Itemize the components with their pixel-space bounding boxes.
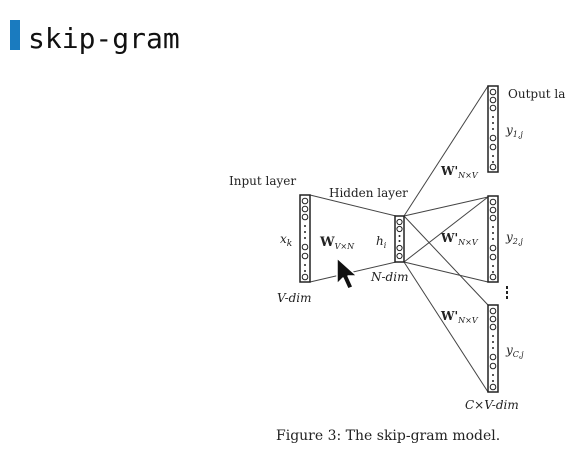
input-var-label: xk — [280, 232, 292, 249]
input-dim-label: V-dim — [277, 291, 312, 305]
hidden-dim-label: N-dim — [370, 270, 408, 284]
output-layer-column-c — [487, 304, 499, 393]
output-dim-label: C×V-dim — [465, 398, 519, 412]
output-layer-column-1 — [487, 85, 499, 173]
slide-title: skip-gram — [28, 22, 180, 55]
w-output-label-2: W'N×V — [440, 231, 479, 247]
output-1-label: y1,j — [505, 123, 523, 139]
output-layer-column-2 — [487, 195, 499, 283]
mouse-pointer-icon — [336, 257, 358, 290]
hidden-layer-label: Hidden layer — [329, 186, 408, 200]
output-2-label: y2,j — [505, 230, 523, 246]
input-layer-column — [299, 194, 311, 283]
w-output-label-3: W'N×V — [440, 309, 479, 325]
hidden-layer-column — [394, 215, 405, 263]
output-ellipsis — [506, 286, 508, 299]
title-accent-bar — [10, 20, 20, 50]
w-input-label: WV×N — [319, 235, 355, 251]
connection-lines — [309, 85, 489, 393]
output-c-label: yC,j — [505, 343, 524, 359]
output-layer-label: Output la — [508, 87, 565, 101]
hidden-var-label: hi — [376, 234, 387, 250]
input-layer-label: Input layer — [229, 174, 296, 188]
w-output-label-1: W'N×V — [440, 164, 479, 180]
figure-caption: Figure 3: The skip-gram model. — [276, 428, 501, 444]
